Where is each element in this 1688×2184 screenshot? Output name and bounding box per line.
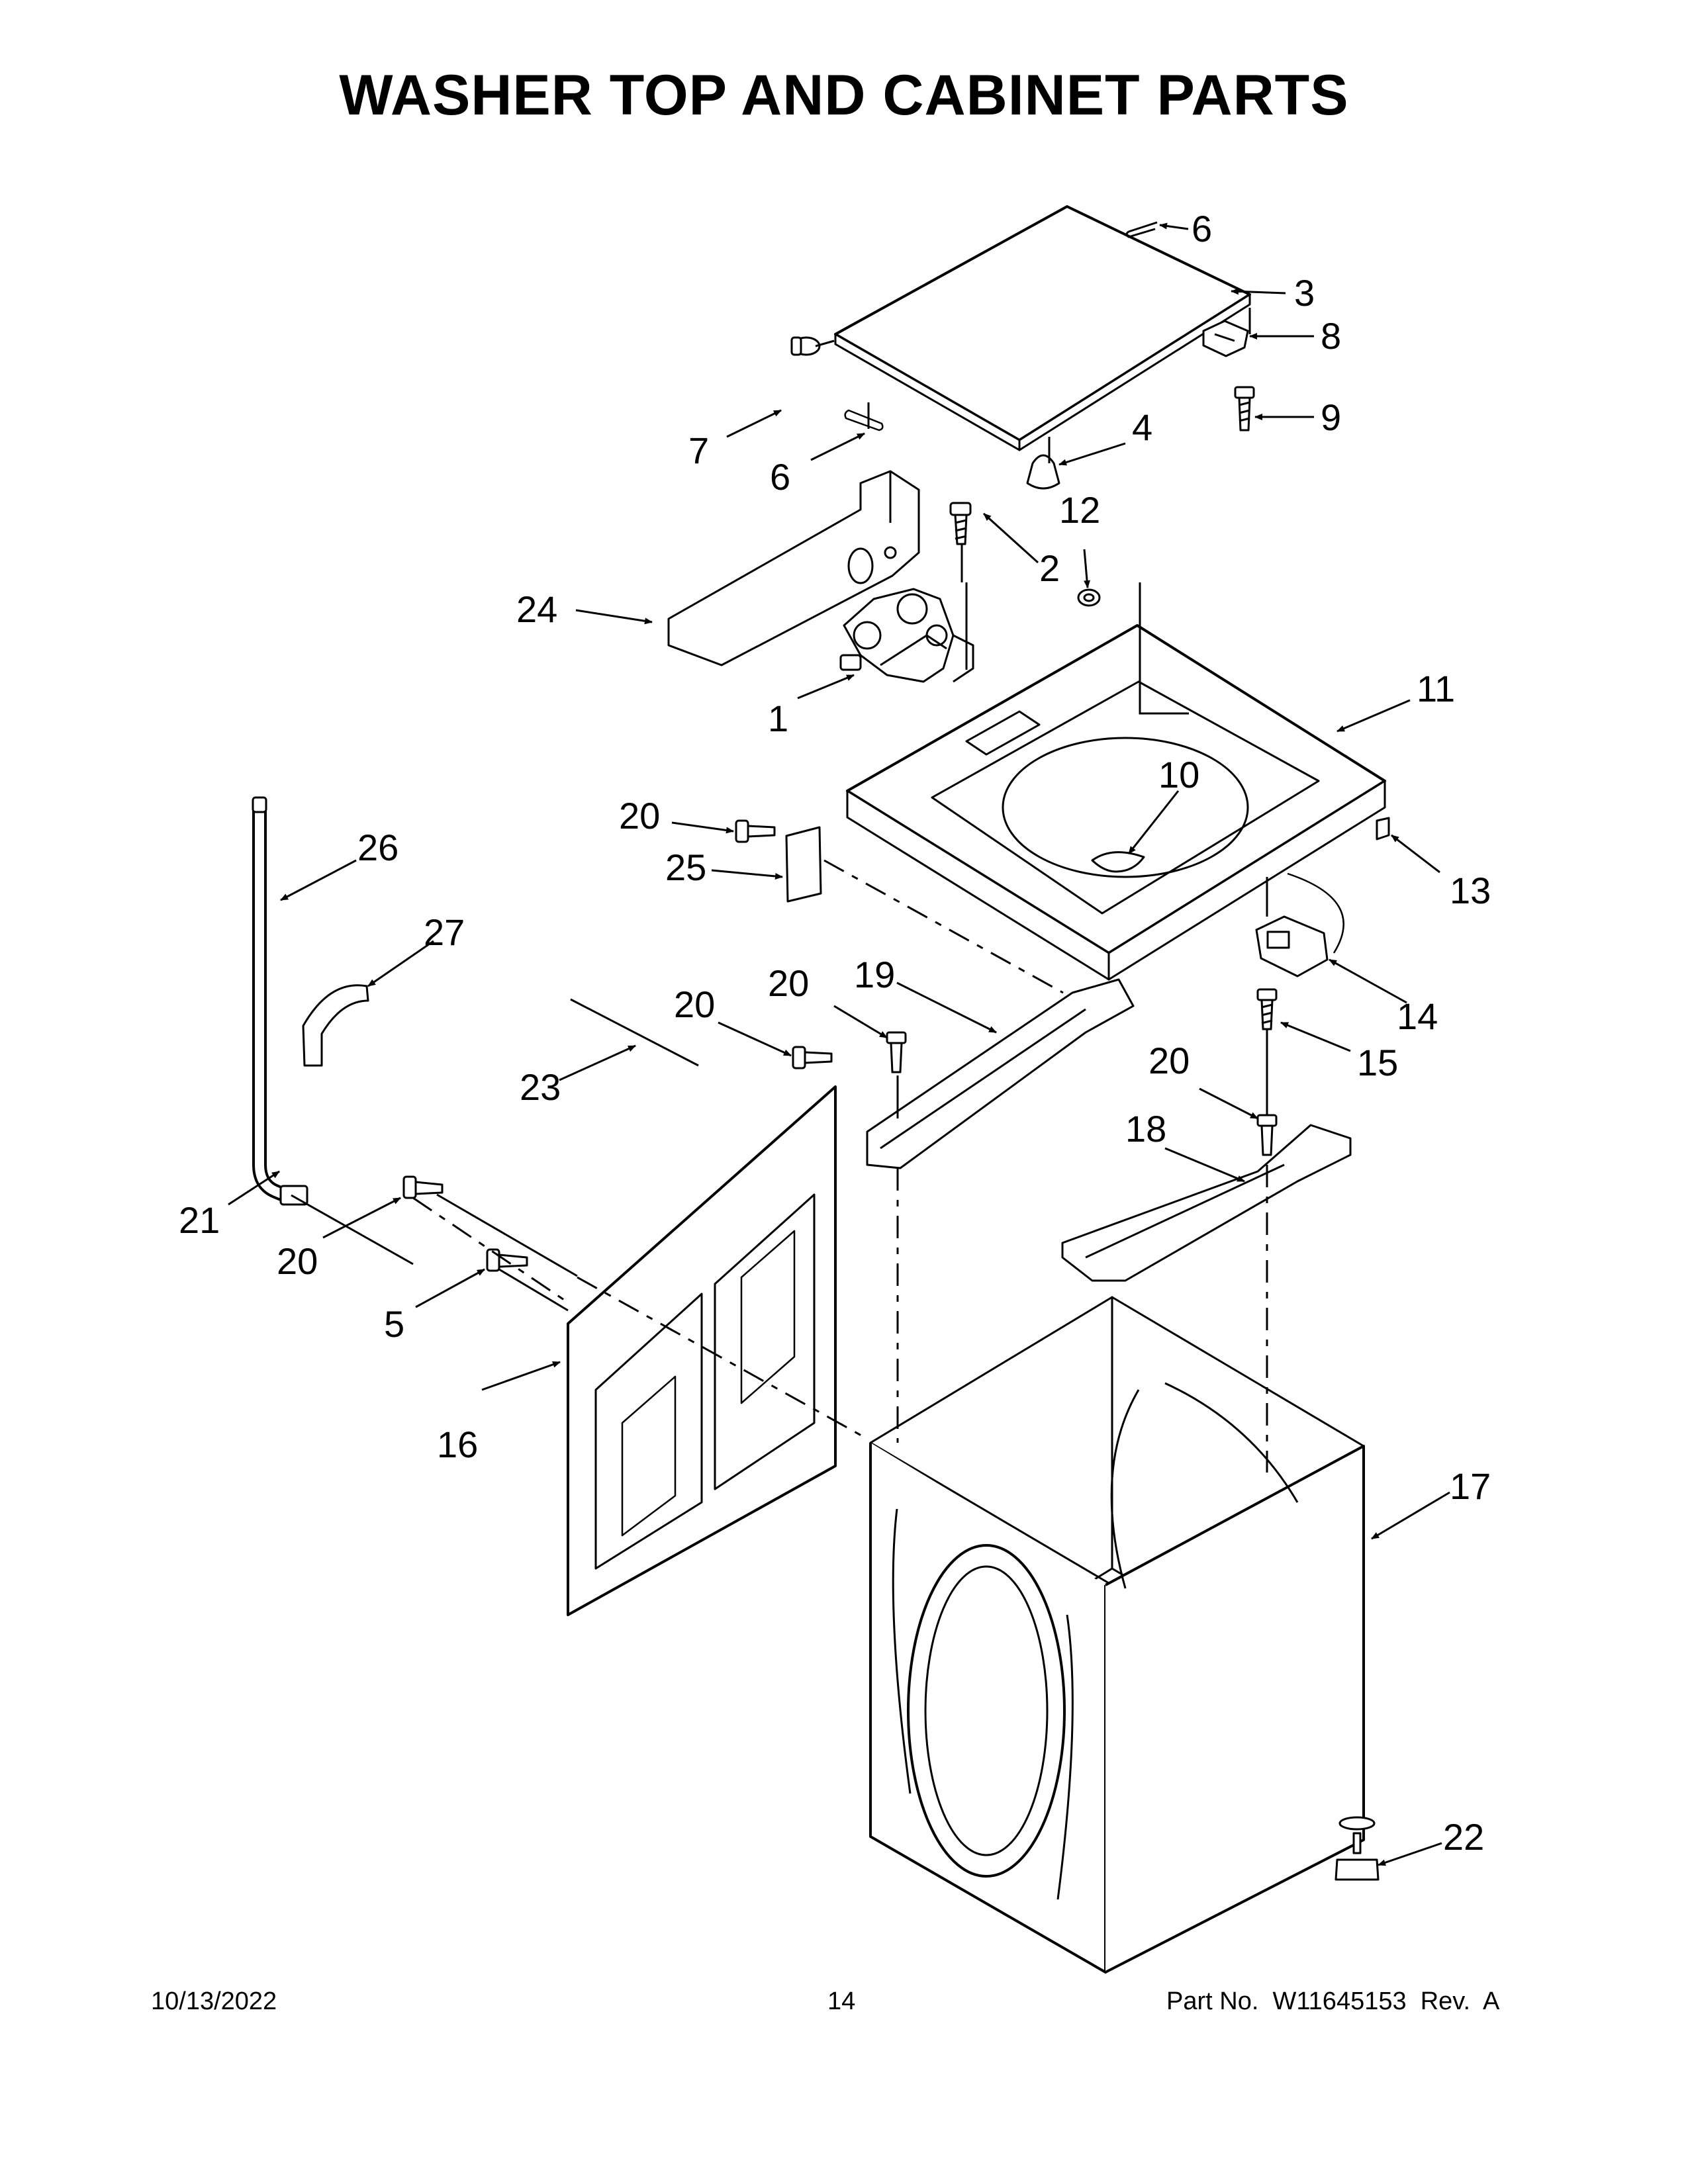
callout-labels: 6 3 8 9 7 6 4 12 2 24 1 11 10 20 25 13 2…: [179, 208, 1491, 1858]
callout-21: 21: [179, 1199, 220, 1241]
callout-16: 16: [437, 1424, 478, 1465]
callout-10: 10: [1158, 754, 1199, 796]
callout-7: 7: [688, 430, 709, 471]
valve-mounting-bracket-part: [667, 470, 920, 666]
callout-17: 17: [1450, 1465, 1491, 1507]
bracket-screw-part: [949, 502, 972, 545]
footer-page-number: 14: [827, 1987, 856, 2015]
brace-screw-part: [886, 1031, 907, 1073]
hinge-plug-part: [790, 336, 835, 356]
callout-18: 18: [1125, 1108, 1166, 1150]
front-brace-part: [866, 978, 1135, 1169]
washer-top-panel-part: [846, 624, 1386, 981]
leader-arrows: [228, 222, 1450, 1866]
tie-strap-part: [570, 998, 699, 1067]
callout-20: 20: [768, 962, 809, 1004]
callout-15: 15: [1357, 1042, 1398, 1083]
latch-screw-part: [1234, 386, 1255, 432]
callout-25: 25: [665, 846, 706, 888]
lid-switch-part: [1255, 872, 1344, 978]
callout-22: 22: [1443, 1816, 1484, 1858]
water-inlet-valve-part: [839, 588, 974, 683]
cabinet-screw-part: [792, 1046, 833, 1069]
lid-bumper-part: [1026, 454, 1060, 490]
assembly-lines: [291, 308, 1268, 1473]
hose-guide-part: [302, 984, 369, 1067]
callout-5: 5: [384, 1303, 404, 1345]
lid-pin-part: [1125, 221, 1158, 238]
lid-latch-part: [1202, 320, 1249, 357]
lid-part: [834, 205, 1251, 451]
callout-8: 8: [1321, 315, 1341, 357]
callout-27: 27: [424, 911, 465, 953]
callout-11: 11: [1417, 668, 1455, 709]
footer-date: 10/13/2022: [151, 1987, 277, 2015]
callout-2: 2: [1039, 547, 1060, 589]
leveling-leg-part: [1335, 1816, 1380, 1881]
callout-3: 3: [1294, 272, 1315, 314]
brace-screw-part: [1256, 1114, 1278, 1156]
cabinet-screw-part: [402, 1175, 444, 1199]
callout-12: 12: [1059, 489, 1100, 531]
cabinet-part: [869, 1296, 1365, 1974]
callout-4: 4: [1132, 406, 1152, 448]
callout-23: 23: [520, 1066, 561, 1108]
top-clip-part: [1376, 817, 1390, 841]
rear-panel-screw-part: [486, 1248, 528, 1272]
callout-9: 9: [1321, 396, 1341, 438]
corner-bracket-part: [785, 826, 822, 903]
callout-20: 20: [277, 1240, 318, 1282]
callout-26: 26: [357, 827, 399, 868]
callout-20: 20: [674, 983, 715, 1025]
callout-14: 14: [1397, 995, 1438, 1037]
callout-6: 6: [770, 456, 790, 498]
lid-pin-part: [844, 409, 884, 432]
callout-24: 24: [516, 588, 557, 630]
callout-6: 6: [1192, 208, 1212, 250]
footer-part-number: Part No. W11645153 Rev. A: [1166, 1987, 1500, 2015]
callout-1: 1: [768, 698, 788, 739]
page-title: WASHER TOP AND CABINET PARTS: [339, 64, 1349, 127]
switch-screw-part: [1256, 988, 1278, 1030]
rear-brace-part: [1061, 1124, 1352, 1282]
callout-13: 13: [1450, 870, 1491, 911]
rear-panel-part: [567, 1085, 837, 1616]
grommet-part: [1077, 588, 1101, 607]
drain-hose-part: [252, 796, 295, 1205]
drain-funnel-part: [1091, 851, 1145, 873]
callout-20: 20: [1149, 1040, 1190, 1081]
callout-19: 19: [854, 954, 895, 995]
cabinet-screw-part: [735, 819, 776, 843]
callout-20: 20: [619, 795, 660, 837]
